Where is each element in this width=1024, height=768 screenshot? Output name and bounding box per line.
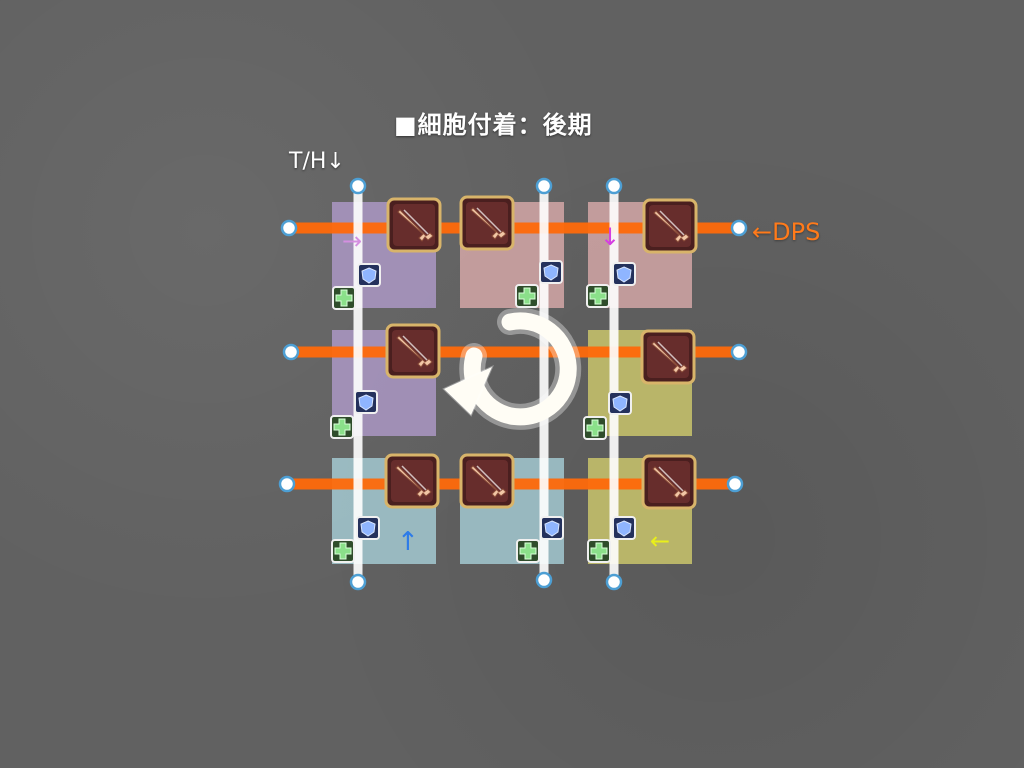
tank-healer-label: T/H↓ <box>289 149 345 174</box>
shield-icon <box>354 390 378 414</box>
shield-icon <box>608 391 632 415</box>
sword-icon <box>459 453 515 509</box>
arrow-down: ↓ <box>600 223 620 251</box>
endpoint-dps-bottom-left <box>278 475 296 493</box>
endpoint-dps-top-left <box>280 219 298 237</box>
endpoint-dps-middle-left <box>282 343 300 361</box>
endpoint-dps-middle-right <box>730 343 748 361</box>
rotation-icon <box>442 307 582 430</box>
shield-icon <box>540 516 564 540</box>
arrow-right: → <box>342 227 362 255</box>
cross-icon <box>583 416 607 440</box>
endpoint-dps-bottom-right <box>726 475 744 493</box>
cross-icon <box>332 286 356 310</box>
endpoint-th-right-top <box>605 177 623 195</box>
diagram-title: ■細胞付着：後期 <box>394 111 593 139</box>
arrow-up: ↑ <box>397 527 419 557</box>
sword-icon <box>385 323 441 379</box>
endpoint-th-right-bottom <box>605 573 623 591</box>
endpoint-th-middle-bottom <box>535 571 553 589</box>
cross-icon <box>586 284 610 308</box>
endpoint-dps-top-right <box>730 219 748 237</box>
sword-icon <box>641 454 697 510</box>
cross-icon <box>587 539 611 563</box>
shield-icon <box>356 516 380 540</box>
endpoint-th-middle-top <box>535 177 553 195</box>
line-endpoints <box>278 177 748 591</box>
shield-icon <box>612 516 636 540</box>
sword-icon <box>386 197 442 253</box>
sword-icon <box>459 195 515 251</box>
cross-icon <box>516 539 540 563</box>
sword-icon <box>384 453 440 509</box>
sword-icon <box>640 329 696 385</box>
endpoint-th-left-bottom <box>349 573 367 591</box>
cross-icon <box>515 284 539 308</box>
shield-icon <box>357 263 381 287</box>
endpoint-th-left-top <box>349 177 367 195</box>
cross-icon <box>330 415 354 439</box>
arrow-left: ← <box>650 527 670 555</box>
shield-icon <box>539 260 563 284</box>
sword-icon <box>642 198 698 254</box>
cross-icon <box>331 539 355 563</box>
shield-icon <box>612 262 636 286</box>
dps-label: ←DPS <box>752 218 821 246</box>
